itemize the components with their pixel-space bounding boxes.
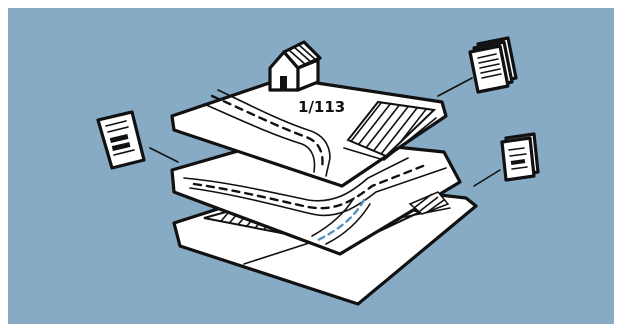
layered-map-illustration: 1/113 [8, 8, 614, 324]
parcel-number: 1/113 [298, 98, 345, 116]
illustration-panel: 1/113 [8, 8, 614, 324]
